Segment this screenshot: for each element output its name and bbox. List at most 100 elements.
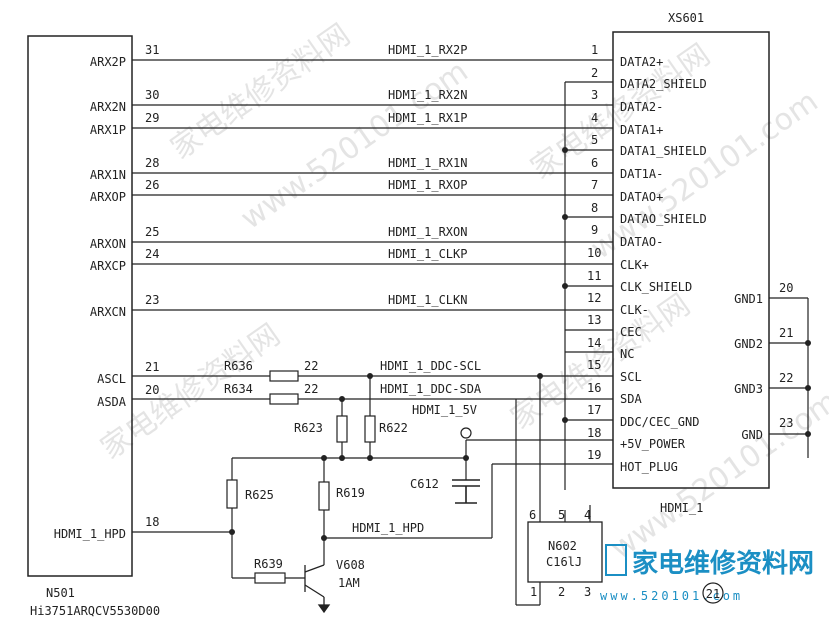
wires <box>132 59 809 606</box>
n602-pin-num: 6 <box>529 508 536 522</box>
xs601-name: HDMI_1 <box>660 501 703 515</box>
xs601-pin-name: +5V_POWER <box>620 437 686 451</box>
net-label: HDMI_1_DDC-SCL <box>380 359 481 373</box>
r622-body <box>364 415 376 443</box>
c612-ref: C612 <box>410 477 439 491</box>
r619-body <box>318 481 330 511</box>
net-label: HDMI_1_RX1N <box>388 156 467 170</box>
r639-body <box>254 572 286 584</box>
junctions <box>229 147 811 541</box>
xs601-pin-name: DATA2- <box>620 100 663 114</box>
xs601-pin-num: 16 <box>587 381 601 395</box>
r636-body <box>269 370 299 382</box>
n501-pin-name: ASCL <box>97 372 126 386</box>
net-label: HDMI_1_RX2N <box>388 88 467 102</box>
r623-body <box>336 415 348 443</box>
n501-pin-name: ARX1P <box>90 123 126 137</box>
xs601-pin-name: DATA2+ <box>620 55 663 69</box>
r636-value: 22 <box>304 359 318 373</box>
n501-pin-name: ARX2N <box>90 100 126 114</box>
v608-value: 1AM <box>338 576 360 590</box>
n602-ref: N602 <box>548 539 577 553</box>
xs601-pin-name: CLK_SHIELD <box>620 280 692 294</box>
r634-ref: R634 <box>224 382 253 396</box>
r634-body <box>269 393 299 405</box>
xs601-pin-name: SCL <box>620 370 642 384</box>
n501-pin-name: ARX1N <box>90 168 126 182</box>
xs601-pin-num: 19 <box>587 448 601 462</box>
xs601-pin-name: NC <box>620 347 634 361</box>
xs601-pin-num: 7 <box>591 178 598 192</box>
n501-pin-num: 26 <box>145 178 159 192</box>
xs601-pin-name: DATA1_SHIELD <box>620 144 707 158</box>
n501-pin-num: 28 <box>145 156 159 170</box>
xs601-pin-num: 3 <box>591 88 598 102</box>
r634-value: 22 <box>304 382 318 396</box>
r622-ref: R622 <box>379 421 408 435</box>
site-logo: 家电维修资料网 www.520101.com 21 <box>600 544 814 604</box>
n501-pin-num: 24 <box>145 247 159 261</box>
net-label: HDMI_1_DDC-SDA <box>380 382 482 396</box>
resistor-bodies <box>226 370 376 584</box>
n501-pin-num: 25 <box>145 225 159 239</box>
n602-pin-num: 5 <box>558 508 565 522</box>
n501-pin-num: 31 <box>145 43 159 57</box>
xs601-pin-num: 6 <box>591 156 598 170</box>
v608-ref: V608 <box>336 558 365 572</box>
xs601-pin-name: DDC/CEC_GND <box>620 415 699 429</box>
net-label: HDMI_1_RXON <box>388 225 467 239</box>
n501-pin-num: 30 <box>145 88 159 102</box>
xs601-pin-num: 17 <box>587 403 601 417</box>
xs601-box <box>612 31 770 489</box>
xs601-gnd-pin-num: 21 <box>779 326 793 340</box>
xs601-pin-num: 9 <box>591 223 598 237</box>
r625-ref: R625 <box>245 488 274 502</box>
xs601-gnd-pin-num: 20 <box>779 281 793 295</box>
net-label: HDMI_1_CLKP <box>388 247 467 261</box>
xs601-gnd-pin-name: GND2 <box>734 337 763 351</box>
xs601-pins: DATA2+ 1 DATA2_SHIELD 2 DATA2- 3 DATA1+ … <box>587 43 793 474</box>
xs601-pin-name: DATAO- <box>620 235 663 249</box>
xs601-pin-num: 5 <box>591 133 598 147</box>
xs601-pin-name: DAT1A- <box>620 167 663 181</box>
logo-url: www.520101.com <box>600 589 743 603</box>
xs601-pin-name: CLK- <box>620 303 649 317</box>
n501-box <box>27 35 133 577</box>
n501-pin-name: ARXCP <box>90 259 126 273</box>
5v-testpoint-icon <box>460 427 472 439</box>
n501-pin-name: ARXCN <box>90 305 126 319</box>
net-labels: HDMI_1_RX2P HDMI_1_RX2N HDMI_1_RX1P HDMI… <box>352 43 482 535</box>
n501-pin-num: 20 <box>145 383 159 397</box>
xs601-pin-num: 15 <box>587 358 601 372</box>
n602-pin-num: 4 <box>584 508 591 522</box>
net-label: HDMI_1_HPD <box>352 521 424 535</box>
n501-pin-num: 18 <box>145 515 159 529</box>
xs601-pin-num: 14 <box>587 336 601 350</box>
n602-pin-num: 2 <box>558 585 565 599</box>
r619-ref: R619 <box>336 486 365 500</box>
xs601-pin-name: DATAO+ <box>620 190 663 204</box>
xs601-pin-num: 1 <box>591 43 598 57</box>
net-label: HDMI_1_5V <box>412 403 477 417</box>
n501-pin-num: 29 <box>145 111 159 125</box>
xs601-gnd-pin-num: 23 <box>779 416 793 430</box>
xs601-gnd-pin-name: GND <box>741 428 763 442</box>
n501-part-number: Hi3751ARQCV5530D00 <box>30 604 160 618</box>
n501-pin-num: 21 <box>145 360 159 374</box>
n602-pin-num: 1 <box>530 585 537 599</box>
c612-symbol <box>452 479 480 504</box>
net-label: HDMI_1_RXOP <box>388 178 467 192</box>
watermark-text: 家电维修资料网 <box>95 317 287 466</box>
logo-icon <box>605 544 627 576</box>
net-label: HDMI_1_RX2P <box>388 43 467 57</box>
xs601-pin-name: DATA1+ <box>620 123 663 137</box>
xs601-pin-name: CLK+ <box>620 258 649 272</box>
xs601-gnd-pin-num: 22 <box>779 371 793 385</box>
xs601-ref: XS601 <box>668 11 704 25</box>
r623-ref: R623 <box>294 421 323 435</box>
xs601-pin-num: 18 <box>587 426 601 440</box>
xs601-pin-num: 2 <box>591 66 598 80</box>
xs601-pin-num: 10 <box>587 246 601 260</box>
n501-pin-name: ASDA <box>97 395 127 409</box>
n501-pin-name: ARXON <box>90 237 126 251</box>
